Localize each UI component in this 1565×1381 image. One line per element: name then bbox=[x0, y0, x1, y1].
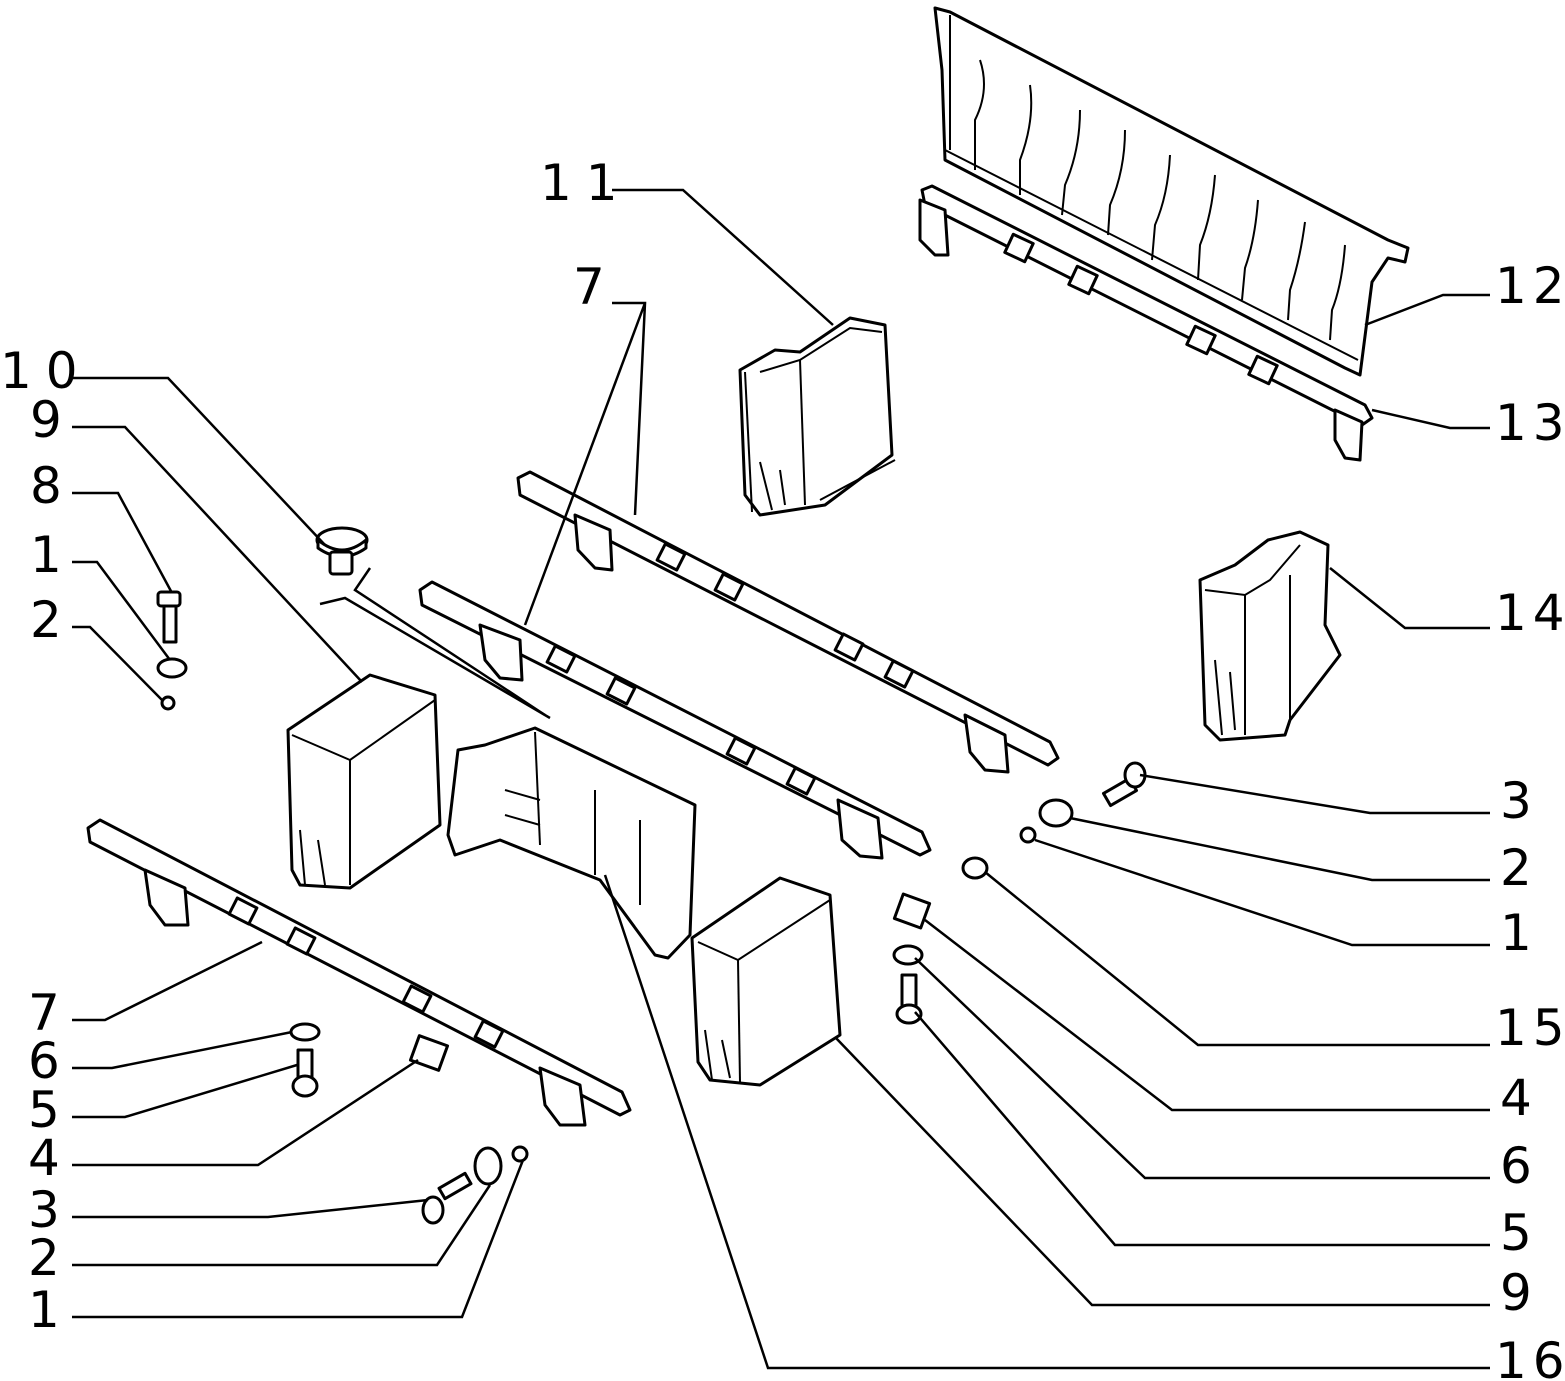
label-5-left: 5 bbox=[28, 1081, 60, 1139]
part-14-box bbox=[1198, 530, 1342, 742]
part-9-box-center bbox=[690, 876, 842, 1087]
part-13-rail bbox=[918, 184, 1374, 462]
label-9-right: 9 bbox=[1500, 1264, 1532, 1322]
callout-labels: 11 7 10 9 8 1 2 7 6 5 4 3 2 1 12 13 14 3… bbox=[0, 154, 1565, 1381]
part-7-middle-rail bbox=[418, 580, 932, 860]
label-15: 15 bbox=[1495, 999, 1565, 1057]
label-1-left-bottom: 1 bbox=[28, 1281, 60, 1339]
label-16: 16 bbox=[1495, 1332, 1565, 1381]
part-12-panel bbox=[933, 6, 1410, 377]
label-2-right: 2 bbox=[1500, 839, 1532, 897]
leader-lines bbox=[72, 188, 1490, 1370]
label-5-right: 5 bbox=[1500, 1204, 1532, 1262]
part-7-upper-rail bbox=[516, 470, 1060, 774]
part-7-lower-rail bbox=[86, 818, 632, 1127]
label-11: 11 bbox=[540, 154, 632, 212]
label-7-bottom: 7 bbox=[28, 984, 60, 1042]
part-16-bracket bbox=[446, 726, 697, 960]
label-4-left: 4 bbox=[28, 1129, 60, 1187]
label-1-right: 1 bbox=[1500, 904, 1532, 962]
label-14: 14 bbox=[1495, 584, 1565, 642]
label-3-left: 3 bbox=[28, 1181, 60, 1239]
label-2-left-top: 2 bbox=[30, 591, 62, 649]
label-1-left-top: 1 bbox=[30, 526, 62, 584]
label-9-left: 9 bbox=[30, 391, 62, 449]
label-7-top: 7 bbox=[573, 258, 605, 316]
label-4-right: 4 bbox=[1500, 1069, 1532, 1127]
part-10-plug bbox=[315, 526, 369, 576]
label-10: 10 bbox=[0, 342, 92, 400]
label-2-left-bottom: 2 bbox=[28, 1229, 60, 1287]
part-9-box-left bbox=[286, 673, 442, 890]
label-6-right: 6 bbox=[1500, 1137, 1532, 1195]
label-3-right: 3 bbox=[1500, 772, 1532, 830]
label-6-left: 6 bbox=[28, 1032, 60, 1090]
part-11-box bbox=[738, 316, 896, 517]
label-12: 12 bbox=[1495, 257, 1565, 315]
label-13: 13 bbox=[1495, 394, 1565, 452]
label-8: 8 bbox=[30, 457, 62, 515]
hardware-left bbox=[156, 590, 529, 1225]
hardware-right bbox=[892, 761, 1147, 1025]
